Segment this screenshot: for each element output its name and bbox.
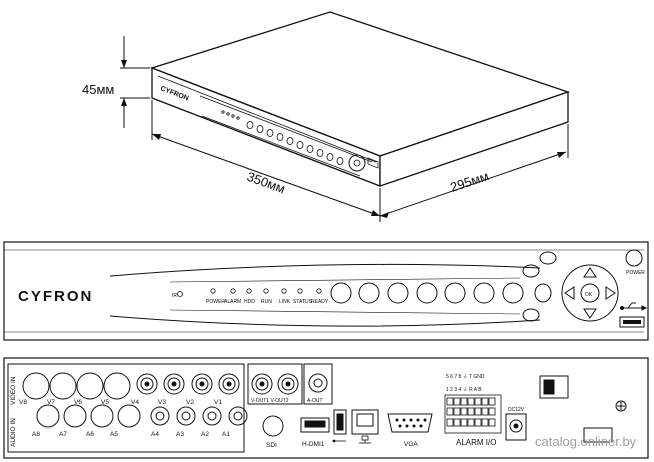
a6-label: A6 xyxy=(86,431,94,438)
rear-usb-icon xyxy=(332,439,346,443)
v1-label: V1 xyxy=(214,399,222,406)
video-in-label: VIDEO IN xyxy=(10,376,17,405)
audio-in-label: AUDIO IN xyxy=(10,418,17,447)
hdmi-label: H-DMI1 xyxy=(302,441,325,448)
network-icon xyxy=(359,435,371,444)
indicator-hdd-label: HDD xyxy=(244,299,255,305)
a1-label: A1 xyxy=(222,431,230,438)
front-panel-outline xyxy=(3,241,649,341)
v3-label: V3 xyxy=(158,399,166,406)
sdi-port xyxy=(262,415,284,437)
box-right-face xyxy=(379,91,569,187)
box-front-buttons xyxy=(221,110,344,165)
front-power-button xyxy=(625,249,643,267)
width-label: 350мм xyxy=(245,169,287,197)
v5-label: V5 xyxy=(101,399,109,406)
audio-in-rca-ports xyxy=(150,406,248,426)
depth-dimension xyxy=(379,124,569,218)
v8-label: V8 xyxy=(19,399,27,406)
av-input-block xyxy=(7,363,245,453)
sdi-label: SDI xyxy=(266,442,277,449)
rear-usb-port xyxy=(333,409,347,435)
audio-in-large-ports xyxy=(36,404,141,428)
depth-label: 295мм xyxy=(448,168,490,195)
lan-port xyxy=(351,409,379,435)
front-buttons xyxy=(330,251,557,322)
alarm-bottom-pin-labels: 1 2 3 4 ⏚ R A B xyxy=(446,386,482,393)
a3-label: A3 xyxy=(176,431,184,438)
rear-connector-right xyxy=(583,427,613,443)
indicator-link-label: LINK xyxy=(279,299,291,305)
front-panel-view xyxy=(3,241,649,341)
dc12v-label: DC12V xyxy=(508,407,525,413)
a2-label: A2 xyxy=(201,431,209,438)
indicator-status-label: STATUS xyxy=(293,299,313,305)
video-in-bnc-ports xyxy=(136,373,240,395)
aout-port xyxy=(308,373,328,393)
vga-port xyxy=(387,413,433,433)
a8-label: A8 xyxy=(32,431,40,438)
vout-label: V-OUT1 V-OUT2 xyxy=(251,398,289,404)
front-indicators xyxy=(210,288,322,294)
indicator-power-label: POWER xyxy=(206,299,225,305)
alarm-top-pin-labels: 5 6 7 8 ⏚ T GND xyxy=(446,373,485,380)
a7-label: A7 xyxy=(59,431,67,438)
width-dimension xyxy=(151,100,381,222)
video-in-large-ports xyxy=(22,372,131,400)
rear-power-switch xyxy=(539,375,569,399)
vga-label: VGA xyxy=(404,441,418,448)
height-dimension xyxy=(120,36,150,128)
v7-label: V7 xyxy=(47,399,55,406)
v6-label: V6 xyxy=(74,399,82,406)
isometric-dvr-view: CYFRON xyxy=(150,11,571,187)
aout-block xyxy=(303,363,333,405)
vout-block xyxy=(247,363,303,405)
dc-power-jack xyxy=(505,413,527,441)
ir-label: IR xyxy=(172,293,177,299)
nav-ok-label: OK xyxy=(585,292,593,298)
v2-label: V2 xyxy=(186,399,194,406)
indicator-ready-label: READY xyxy=(311,299,329,305)
front-power-label: POWER xyxy=(626,270,645,276)
hdmi-port xyxy=(300,417,330,433)
usb-icon xyxy=(620,302,648,311)
v4-label: V4 xyxy=(131,399,139,406)
indicator-run-label: RUN xyxy=(261,299,272,305)
aout-label: A-OUT xyxy=(307,398,323,404)
ground-screw-icon xyxy=(615,400,627,412)
alarm-io-label: ALARM I/O xyxy=(456,438,496,447)
front-brand-logo: CYFRON xyxy=(18,288,93,305)
alarm-terminal-block xyxy=(444,394,502,434)
watermark: catalog.onliner.by xyxy=(535,434,637,449)
front-ir-window: IR xyxy=(172,291,183,299)
front-usb-port xyxy=(619,316,645,328)
nav-wheel xyxy=(561,264,619,322)
a5-label: A5 xyxy=(110,431,118,438)
height-label: 45мм xyxy=(82,82,114,97)
a4-label: A4 xyxy=(151,431,159,438)
indicator-alarm-label: ALARM xyxy=(224,299,241,305)
vout-ports xyxy=(251,373,299,395)
